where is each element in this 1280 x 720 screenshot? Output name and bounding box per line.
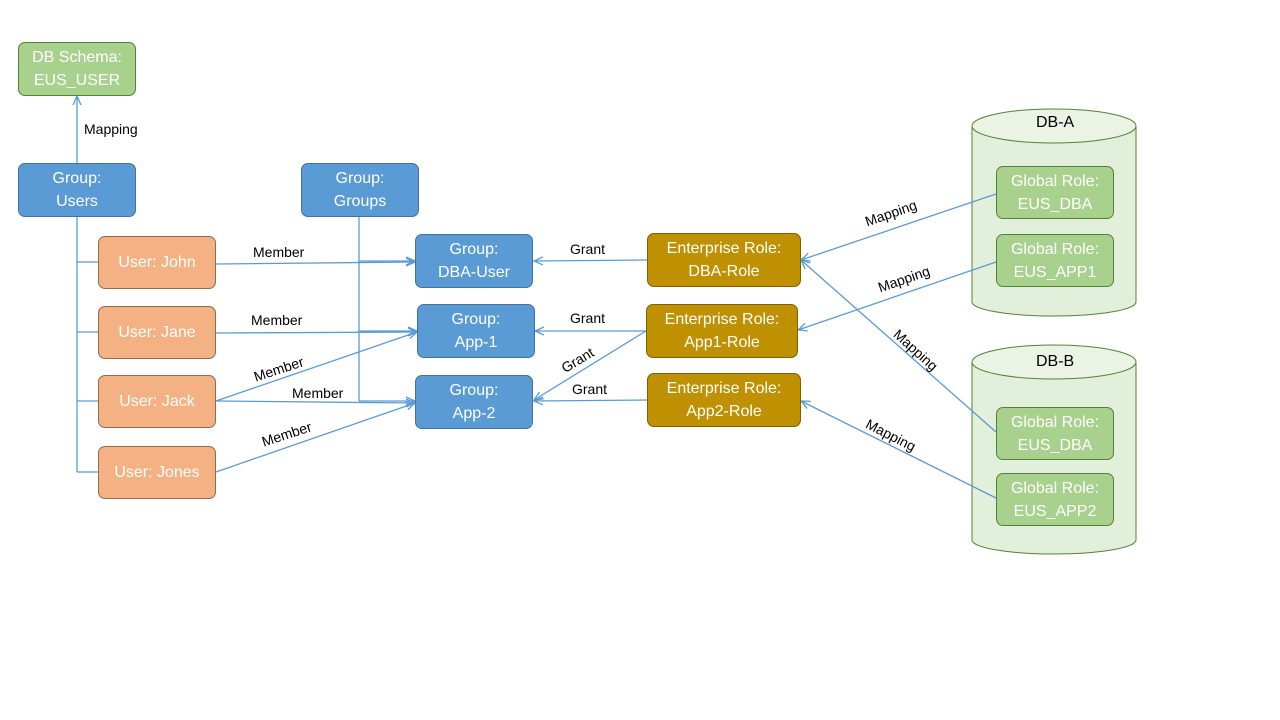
node-global-role-a-eus-dba[interactable]: Global Role: EUS_DBA bbox=[996, 166, 1114, 219]
node-group-groups[interactable]: Group: Groups bbox=[301, 163, 419, 217]
node-enterprise-role-app2[interactable]: Enterprise Role: App2-Role bbox=[647, 373, 801, 427]
node-line-1: DB Schema: bbox=[32, 49, 122, 66]
edge-label-grant-app2: Grant bbox=[572, 381, 608, 397]
edge-grant-dba bbox=[534, 260, 648, 261]
node-line-1: User: John bbox=[118, 254, 196, 271]
node-enterprise-role-dba[interactable]: Enterprise Role: DBA-Role bbox=[647, 233, 801, 287]
edge-label-jack-member-app2: Member bbox=[292, 385, 344, 401]
node-line-1: User: Jones bbox=[114, 464, 200, 481]
node-line-1: Enterprise Role: bbox=[666, 240, 782, 257]
edge-label-jane-member: Member bbox=[251, 312, 303, 328]
node-line-2: EUS_DBA bbox=[1017, 195, 1093, 213]
node-line-1: Group: bbox=[449, 241, 499, 258]
edge-jones-member bbox=[215, 403, 415, 473]
node-line-1: Global Role: bbox=[1010, 413, 1100, 431]
edge-grant-app2 bbox=[534, 400, 648, 401]
node-line-2: App-2 bbox=[452, 405, 496, 422]
node-user-jane[interactable]: User: Jane bbox=[98, 306, 216, 359]
node-user-jones[interactable]: User: Jones bbox=[98, 446, 216, 499]
node-db-schema-eus-user[interactable]: DB Schema: EUS_USER bbox=[18, 42, 136, 96]
node-line-2: EUS_APP1 bbox=[1013, 263, 1097, 281]
node-user-john[interactable]: User: John bbox=[98, 236, 216, 289]
node-line-2: Groups bbox=[333, 193, 387, 210]
node-group-app-2[interactable]: Group: App-2 bbox=[415, 375, 533, 429]
node-line-1: Global Role: bbox=[1010, 240, 1100, 258]
edge-jack-member-app2 bbox=[215, 401, 415, 403]
edge-map-a-app1 bbox=[798, 261, 997, 330]
node-line-2: App2-Role bbox=[686, 403, 762, 420]
node-line-1: Group: bbox=[449, 382, 499, 399]
node-user-jack[interactable]: User: Jack bbox=[98, 375, 216, 428]
node-line-2: EUS_APP2 bbox=[1013, 502, 1097, 520]
node-line-1: Global Role: bbox=[1010, 172, 1100, 190]
node-line-1: Group: bbox=[451, 311, 501, 328]
node-line-1: Global Role: bbox=[1010, 479, 1100, 497]
node-line-2: EUS_DBA bbox=[1017, 436, 1093, 454]
edge-jack-member-app1 bbox=[215, 332, 417, 402]
node-line-2: App1-Role bbox=[684, 334, 760, 351]
node-global-role-b-eus-app2[interactable]: Global Role: EUS_APP2 bbox=[996, 473, 1114, 526]
node-global-role-a-eus-app1[interactable]: Global Role: EUS_APP1 bbox=[996, 234, 1114, 287]
node-group-users[interactable]: Group: Users bbox=[18, 163, 136, 217]
node-line-2: Users bbox=[56, 193, 98, 210]
database-label-db-b: DB-B bbox=[1036, 353, 1075, 370]
node-line-2: DBA-Role bbox=[688, 263, 760, 280]
node-global-role-b-eus-dba[interactable]: Global Role: EUS_DBA bbox=[996, 407, 1114, 460]
edge-john-member bbox=[215, 262, 415, 264]
node-line-1: Enterprise Role: bbox=[666, 380, 782, 397]
edge-jane-member bbox=[215, 332, 417, 333]
edge-label-grant-app1: Grant bbox=[570, 310, 606, 326]
edge-label-schema-mapping: Mapping bbox=[84, 121, 138, 137]
edge-map-a-dba bbox=[801, 193, 997, 260]
edge-map-b-app2 bbox=[801, 401, 997, 499]
node-line-1: User: Jack bbox=[119, 393, 195, 410]
node-group-dba-user[interactable]: Group: DBA-User bbox=[415, 234, 533, 288]
node-line-1: Group: bbox=[52, 170, 102, 187]
node-line-1: User: Jane bbox=[118, 324, 196, 341]
node-line-2: App-1 bbox=[454, 334, 498, 351]
edge-grant-app1-to-app2 bbox=[534, 330, 647, 400]
node-line-1: Enterprise Role: bbox=[664, 311, 780, 328]
node-line-1: Group: bbox=[335, 170, 385, 187]
node-line-2: EUS_USER bbox=[33, 72, 121, 89]
edge-label-grant-dba: Grant bbox=[570, 241, 606, 257]
node-group-app-1[interactable]: Group: App-1 bbox=[417, 304, 535, 358]
node-enterprise-role-app1[interactable]: Enterprise Role: App1-Role bbox=[646, 304, 798, 358]
edge-label-john-member: Member bbox=[253, 244, 305, 260]
node-line-2: DBA-User bbox=[437, 264, 510, 281]
database-label-db-a: DB-A bbox=[1036, 114, 1075, 131]
edge-map-b-dba bbox=[801, 260, 997, 433]
